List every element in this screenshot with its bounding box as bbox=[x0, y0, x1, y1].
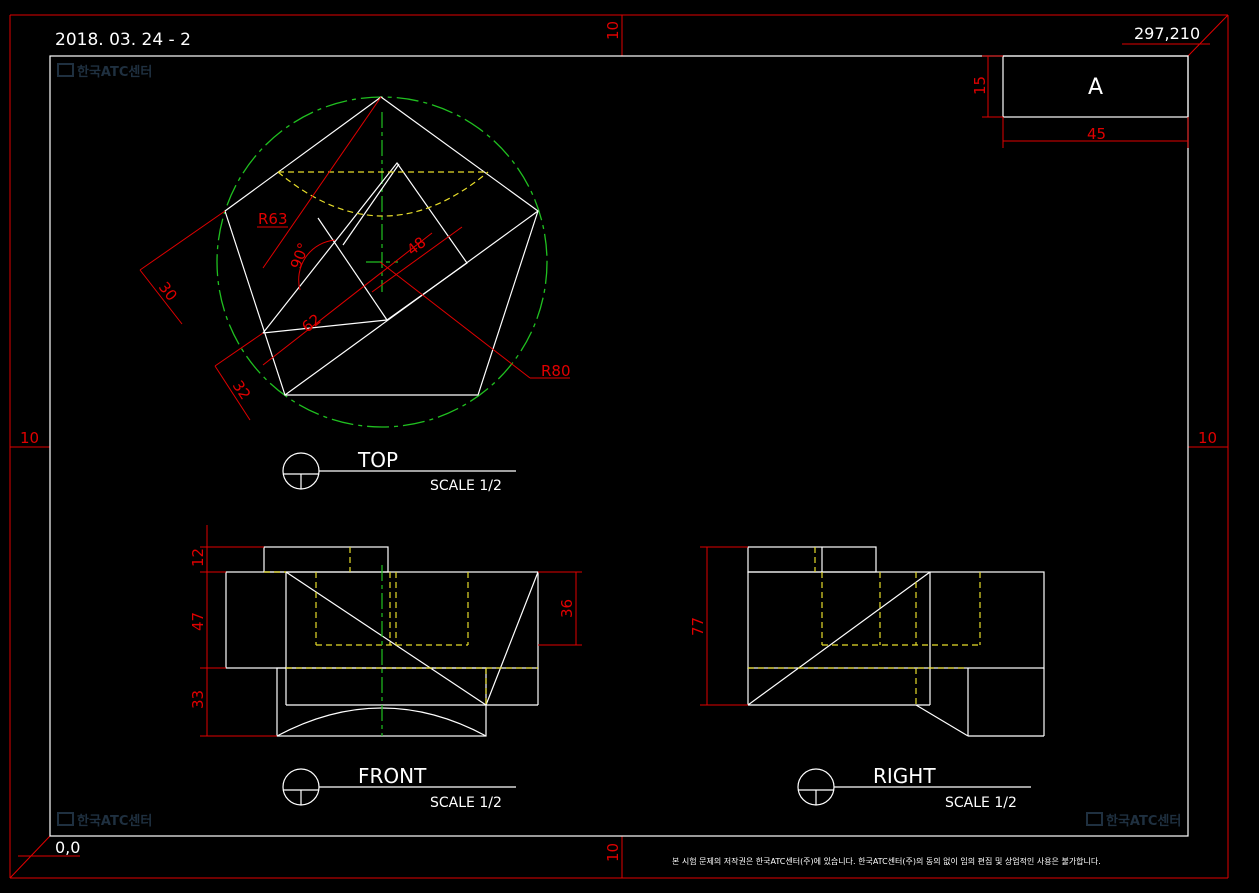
title-block-height-dim: 15 bbox=[971, 76, 989, 95]
right-view-scale: SCALE 1/2 bbox=[945, 795, 1017, 811]
dim-12: 12 bbox=[189, 548, 207, 567]
svg-text:한국ATC센터: 한국ATC센터 bbox=[77, 64, 152, 80]
margin-top-label: 10 bbox=[604, 21, 622, 40]
top-view-label: TOP SCALE 1/2 bbox=[282, 448, 516, 494]
front-view-label: FRONT SCALE 1/2 bbox=[282, 764, 516, 811]
copyright-notice: 본 시험 문제의 저작권은 한국ATC센터(주)에 있습니다. 한국ATC센터(… bbox=[672, 856, 1101, 866]
top-view-title: TOP bbox=[357, 448, 398, 472]
svg-text:한국ATC센터: 한국ATC센터 bbox=[77, 813, 152, 829]
inner-frame bbox=[49, 55, 1189, 837]
margin-right-label: 10 bbox=[1198, 429, 1217, 447]
watermark-top-left: 한국ATC센터 bbox=[57, 63, 152, 80]
dim-angle: 90° bbox=[287, 240, 313, 271]
pentagon-outline bbox=[224, 96, 539, 396]
dim-48: 48 bbox=[403, 233, 429, 259]
dim-62: 62 bbox=[298, 310, 324, 336]
date-code: 2018. 03. 24 - 2 bbox=[55, 30, 191, 50]
front-view: 12 47 33 36 bbox=[189, 525, 582, 737]
dim-r63: R63 bbox=[258, 210, 288, 228]
front-view-title: FRONT bbox=[358, 764, 427, 788]
svg-text:한국ATC센터: 한국ATC센터 bbox=[1106, 813, 1181, 829]
front-view-scale: SCALE 1/2 bbox=[430, 795, 502, 811]
watermark-bottom-right: 한국ATC센터 bbox=[1086, 812, 1181, 829]
title-block: A 15 45 bbox=[971, 55, 1189, 148]
dim-77: 77 bbox=[689, 617, 707, 636]
margin-bottom-label: 10 bbox=[604, 843, 622, 862]
dim-32: 32 bbox=[229, 377, 255, 403]
origin-label: 0,0 bbox=[55, 838, 80, 857]
right-view-label: RIGHT SCALE 1/2 bbox=[797, 764, 1031, 811]
paper-size-label: 297,210 bbox=[1134, 24, 1200, 43]
margin-left-label: 10 bbox=[20, 429, 39, 447]
title-block-width-dim: 45 bbox=[1087, 125, 1106, 143]
dim-33: 33 bbox=[189, 690, 207, 709]
title-block-letter: A bbox=[1088, 75, 1103, 100]
dim-36: 36 bbox=[558, 599, 576, 618]
right-view-title: RIGHT bbox=[873, 764, 936, 788]
top-view: R63 R80 30 32 62 48 90° bbox=[139, 96, 571, 428]
dim-47: 47 bbox=[189, 612, 207, 631]
right-view: 77 bbox=[689, 546, 1045, 737]
dim-r80: R80 bbox=[541, 362, 571, 380]
top-view-scale: SCALE 1/2 bbox=[430, 478, 502, 494]
dim-30: 30 bbox=[155, 278, 181, 304]
watermark-bottom-left: 한국ATC센터 bbox=[57, 812, 152, 829]
sheet-border bbox=[9, 14, 1229, 879]
